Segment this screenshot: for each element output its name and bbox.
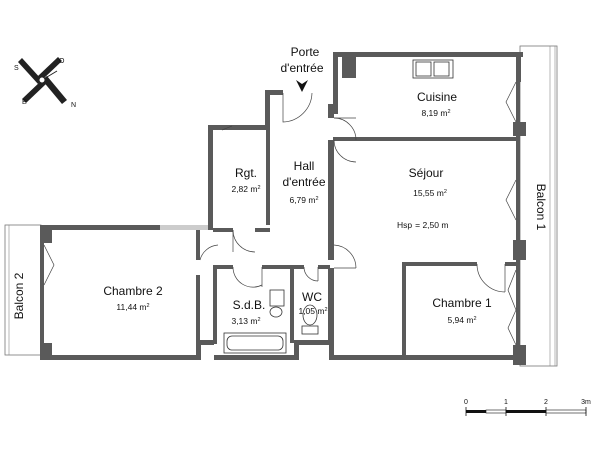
wc-area-value: 1,05 m [298,306,324,316]
chambre-2-area-value: 11,44 m [116,302,146,312]
chambre-1-area-exp: 2 [473,316,476,322]
compass-north-label: N [71,102,76,109]
cuisine-area: 8,19 m2 [421,108,450,118]
chambre-1-area-value: 5,94 m [447,315,473,325]
sdb-name: S.d.B. [233,298,266,312]
chambre-2-area: 11,44 m2 [116,302,149,312]
hall-area-exp: 2 [315,196,318,202]
scale-tick-1: 1 [504,399,508,406]
sdb-area-exp: 2 [257,317,260,323]
sdb-area: 3,13 m2 [231,316,260,326]
compass-rose-icon [18,57,67,104]
compass-east-label: E [22,99,27,106]
rgt-area: 2,82 m2 [231,184,260,194]
balcon-1-label: Balcon 1 [534,184,548,231]
outer-walls [40,52,526,365]
chambre-1-area: 5,94 m2 [447,315,476,325]
scale-tick-2: 2 [544,399,548,406]
hall-name-line1: Hall [294,159,315,173]
sejour-area-value: 15,55 m [413,188,444,198]
chambre-1-name: Chambre 1 [432,296,492,310]
sejour-height-value: = 2,50 m [415,220,448,230]
compass-west-label: O [59,58,65,65]
chambre-2-name: Chambre 2 [103,284,163,298]
sejour-area-exp: 2 [444,189,447,195]
hall-area-value: 6,79 m [289,195,315,205]
wc-area-exp: 2 [324,307,327,313]
sejour-height-label: Hsp [397,220,412,230]
scale-tick-3: 3m [581,399,591,406]
entrance-label-line2: d'entrée [281,61,324,75]
chambre-2-area-exp: 2 [147,303,150,309]
kitchen-sink-icon [412,59,454,79]
sejour-area: 15,55 m2 [413,188,447,198]
interior-walls [196,130,518,357]
scale-bar [465,407,587,416]
rgt-area-value: 2,82 m [231,184,257,194]
rgt-name: Rgt. [235,166,257,180]
scale-tick-0: 0 [464,399,468,406]
hall-area: 6,79 m2 [289,195,318,205]
sejour-height: Hsp= 2,50 m [397,220,448,230]
entrance-arrow-icon [296,80,308,92]
compass-south-label: S [14,65,19,72]
sejour-name: Séjour [409,166,444,180]
bathtub-icon [223,332,287,354]
cuisine-name: Cuisine [417,90,457,104]
sdb-area-value: 3,13 m [231,316,257,326]
hall-name-line2: d'entrée [283,175,326,189]
entrance-label-line1: Porte [291,45,320,59]
toilet-icon [301,304,319,335]
cuisine-area-exp: 2 [447,109,450,115]
wc-name: WC [302,290,322,304]
sdb-toilet-icon [269,306,283,318]
wc-area: 1,05 m2 [298,306,327,316]
doors [43,81,517,346]
balcon-2-label: Balcon 2 [12,272,26,319]
rgt-area-exp: 2 [257,185,260,191]
washbasin-icon [269,289,285,307]
cuisine-area-value: 8,19 m [421,108,447,118]
